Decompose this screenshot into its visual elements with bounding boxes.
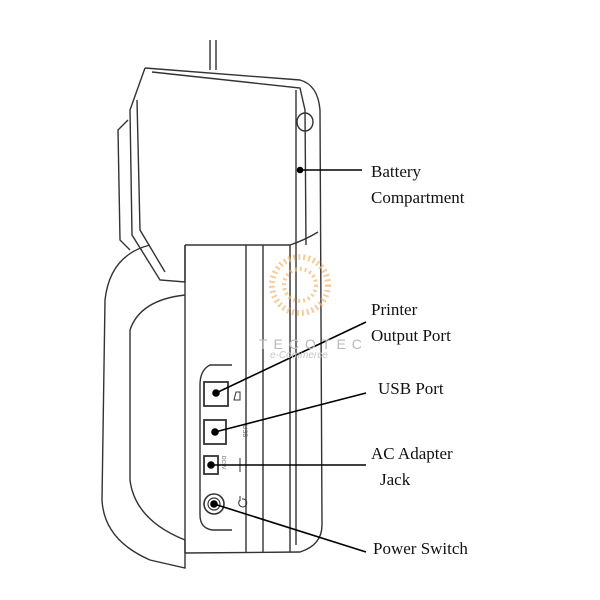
usb-port (203, 419, 227, 445)
watermark-logo (269, 254, 331, 316)
label-ac-adapter-jack: AC Adapter Jack (371, 441, 453, 493)
leader-lines (207, 166, 367, 553)
dc-mark: DC9V (220, 456, 226, 470)
watermark-brand: TECOTEC (259, 336, 368, 352)
label-line: Battery (371, 162, 422, 181)
label-power-switch: Power Switch (373, 539, 468, 558)
label-line: Output Port (371, 326, 451, 345)
printer-icon (233, 391, 241, 401)
label-printer-output-port: Printer Output Port (371, 297, 451, 349)
label-line: Compartment (371, 188, 465, 207)
label-line: Jack (380, 470, 411, 489)
usb-mark: USB (241, 425, 247, 437)
label-line: AC Adapter (371, 444, 453, 463)
label-usb-port: USB Port (378, 379, 444, 398)
printer-port (203, 381, 229, 407)
power-switch (203, 493, 225, 515)
device-outline (101, 40, 323, 569)
power-icon (238, 496, 248, 508)
label-battery-compartment: Battery Compartment (371, 159, 464, 211)
watermark-sub: e-Commerce (270, 350, 328, 361)
label-line: Printer (371, 300, 418, 319)
